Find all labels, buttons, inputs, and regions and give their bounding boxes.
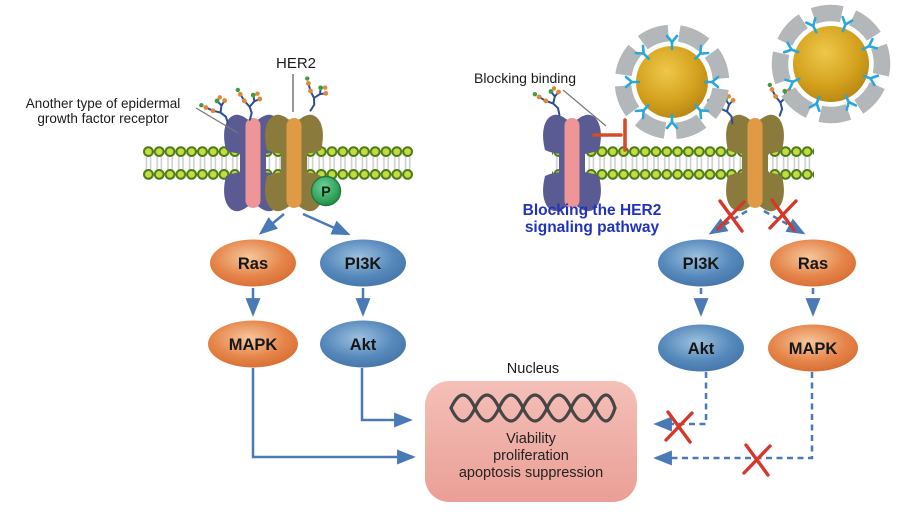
node-akt-right: Akt [658,324,744,372]
egfr-pointer-line [195,107,239,134]
arrow-mapk-to-nucleus [251,368,416,465]
glycan-icon [531,82,570,123]
dna-icon [449,393,617,423]
red-cross-icon [742,443,772,477]
arrow-akt-to-nucleus-blocked [653,372,708,432]
arrow-her2-to-ras-blocked [763,209,806,235]
blocking-pathway-label-line1: Blocking the HER2 [523,202,662,219]
svg-text:MAPK: MAPK [229,336,278,354]
nucleus-text-line2: proliferation [493,448,569,464]
svg-text:PI3K: PI3K [683,255,720,273]
inhibition-bar-icon [592,118,627,152]
red-cross-icon [768,198,798,232]
svg-text:MAPK: MAPK [789,340,838,358]
svg-text:Akt: Akt [350,336,377,354]
phospho-label: P [321,185,331,201]
arrow-mapk-to-nucleus-blocked [653,372,814,466]
arrow-her2-to-ras [258,213,285,235]
nucleus-title: Nucleus [507,361,559,377]
svg-text:Ras: Ras [238,255,268,273]
her2-label: HER2 [276,55,316,72]
phosphorylation-badge: P [310,175,342,207]
node-pi3k-right: PI3K [658,239,744,287]
nucleus-box: Viability proliferation apoptosis suppre… [425,381,637,502]
nanoparticle-icon [771,4,891,124]
svg-text:PI3K: PI3K [345,255,382,273]
nanoparticle-icon [614,24,730,140]
svg-text:Akt: Akt [688,340,715,358]
egfr-label-line2: growth factor receptor [37,111,169,126]
nucleus-text-line3: apoptosis suppression [459,465,603,481]
glycan-icon [292,74,333,116]
blocking-binding-label: Blocking binding [474,70,576,86]
arrow-her2-to-pi3k [302,212,351,236]
arrow-akt-to-nucleus [360,368,413,428]
node-ras-right: Ras [770,239,856,287]
red-cross-icon [664,410,694,444]
node-pi3k-left: PI3K [320,239,406,287]
node-mapk-right: MAPK [768,324,858,372]
egfr-label-line1: Another type of epidermal [26,96,181,111]
blocking-pointer-line [562,89,607,127]
nucleus-text-line1: Viability [506,431,556,447]
node-mapk-left: MAPK [208,320,298,368]
svg-text:Ras: Ras [798,255,828,273]
node-ras-left: Ras [210,239,296,287]
blocking-pathway-label-line2: signaling pathway [525,219,660,236]
node-akt-left: Akt [320,320,406,368]
